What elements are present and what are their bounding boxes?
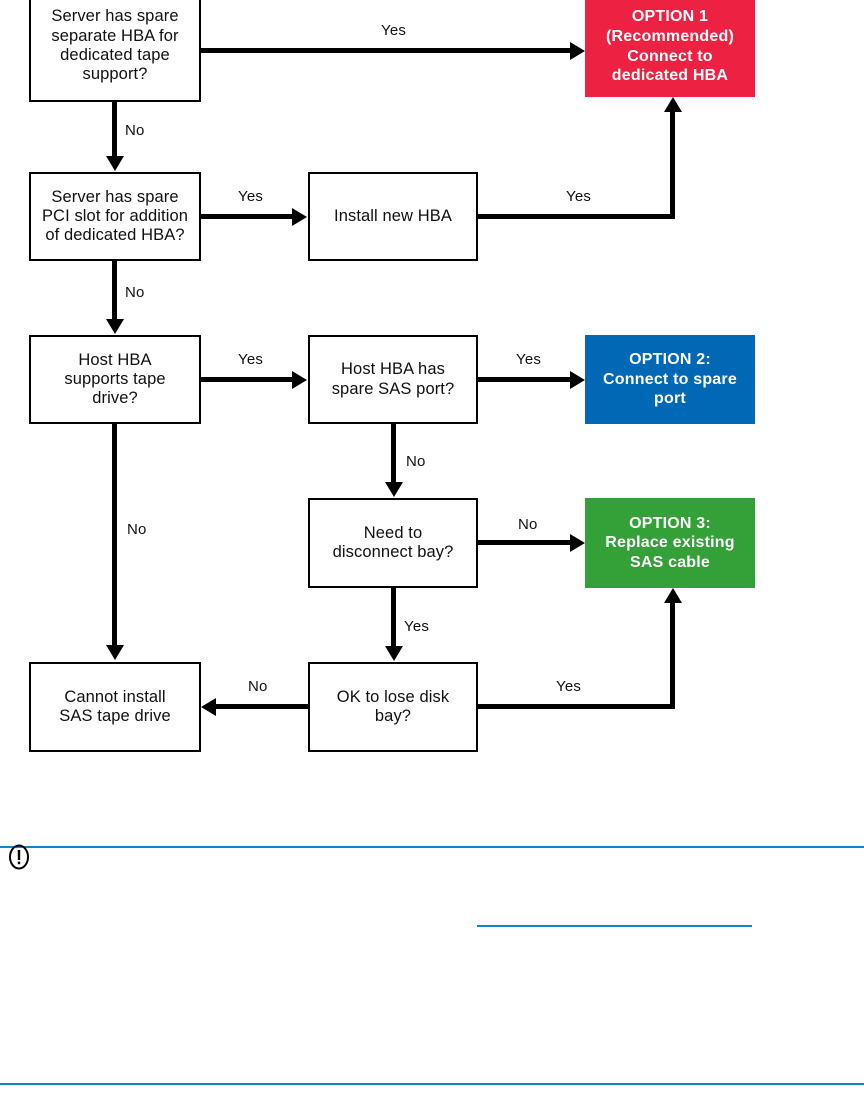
edge-n6-to-option3-arrowhead [570,533,585,552]
edge-label-n1-yes: Yes [381,22,407,39]
node-host-hba-supports-tape-drive: Host HBA supports tape drive? [29,335,201,424]
edge-label-n5-no: No [406,453,426,470]
node-label: Host HBA has spare SAS port? [331,360,455,398]
node-label: OPTION 2: Connect to spare port [603,351,737,408]
edge-n7-to-n8-line [216,704,308,709]
edge-label-n4-yes: Yes [238,351,264,368]
node-label: Host HBA supports tape drive? [64,350,166,408]
edge-n4-to-n8-arrowhead [105,645,124,660]
node-label: Cannot install SAS tape drive [59,687,171,725]
edge-n7-to-option3-hline [478,704,675,709]
edge-n1-to-option1-line [201,48,573,53]
node-option-2-connect-to-spare-port: OPTION 2: Connect to spare port [585,335,755,424]
edge-label-n2-yes: Yes [238,188,264,205]
edge-n1-to-n2-arrowhead [105,156,124,171]
edge-n4-to-n5-arrowhead [292,370,307,389]
edge-label-n4-no: No [127,521,147,538]
edge-label-n2-no: No [125,284,145,301]
note-bottom-rule [0,1083,864,1085]
node-need-to-disconnect-bay: Need to disconnect bay? [308,498,478,588]
edge-n6-to-n7-arrowhead [384,646,403,661]
edge-n2-to-n4-line [112,261,117,320]
node-label: Server has spare separate HBA for dedica… [51,7,179,84]
node-host-hba-has-spare-sas-port: Host HBA has spare SAS port? [308,335,478,424]
node-cannot-install-sas-tape-drive: Cannot install SAS tape drive [29,662,201,752]
node-label: OPTION 1 (Recommended) Connect to dedica… [606,8,734,85]
edge-n6-to-n7-line [391,588,396,647]
node-server-has-spare-pci-slot: Server has spare PCI slot for addition o… [29,172,201,261]
edge-n2-to-n4-arrowhead [105,319,124,334]
edge-n3-to-option1-vline [670,112,675,216]
node-label: Need to disconnect bay? [332,523,454,561]
node-label: Install new HBA [334,206,452,225]
note-hyperlink[interactable] [477,907,752,927]
node-option-1-connect-to-dedicated-hba: OPTION 1 (Recommended) Connect to dedica… [585,0,755,97]
note-top-rule [0,846,864,848]
edge-label-n6-yes: Yes [404,618,430,635]
node-install-new-hba: Install new HBA [308,172,478,261]
node-option-3-replace-existing-sas-cable: OPTION 3: Replace existing SAS cable [585,498,755,588]
edge-n3-to-option1-hline [478,214,675,219]
edge-n2-to-n3-line [201,214,293,219]
edge-n3-to-option1-arrowhead [663,97,682,112]
exclamation-oval-icon [8,843,30,871]
edge-n4-to-n8-line [112,424,117,646]
edge-n1-to-n2-line [112,102,117,157]
edge-n6-to-option3-line [478,540,573,545]
node-label: Server has spare PCI slot for addition o… [41,187,189,245]
edge-n5-to-option2-arrowhead [570,370,585,389]
edge-n7-to-option3-arrowhead [663,588,682,603]
node-server-has-spare-separate-hba: Server has spare separate HBA for dedica… [29,0,201,102]
edge-n7-to-n8-arrowhead [201,697,216,716]
edge-label-n1-no: No [125,122,145,139]
edge-label-n7-no: No [248,678,268,695]
edge-n4-to-n5-line [201,377,293,382]
edge-label-n5-yes: Yes [516,351,542,368]
node-label: OK to lose disk bay? [336,687,450,725]
edge-n5-to-n6-arrowhead [384,482,403,497]
edge-n5-to-n6-line [391,424,396,483]
node-label: OPTION 3: Replace existing SAS cable [605,514,735,571]
node-ok-to-lose-disk-bay: OK to lose disk bay? [308,662,478,752]
edge-label-n3-yes: Yes [566,188,592,205]
edge-n5-to-option2-line [478,377,573,382]
edge-n2-to-n3-arrowhead [292,207,307,226]
edge-label-n7-yes: Yes [556,678,582,695]
edge-n7-to-option3-vline [670,603,675,706]
edge-n1-to-option1-arrowhead [570,41,585,60]
edge-label-n6-no: No [518,516,538,533]
